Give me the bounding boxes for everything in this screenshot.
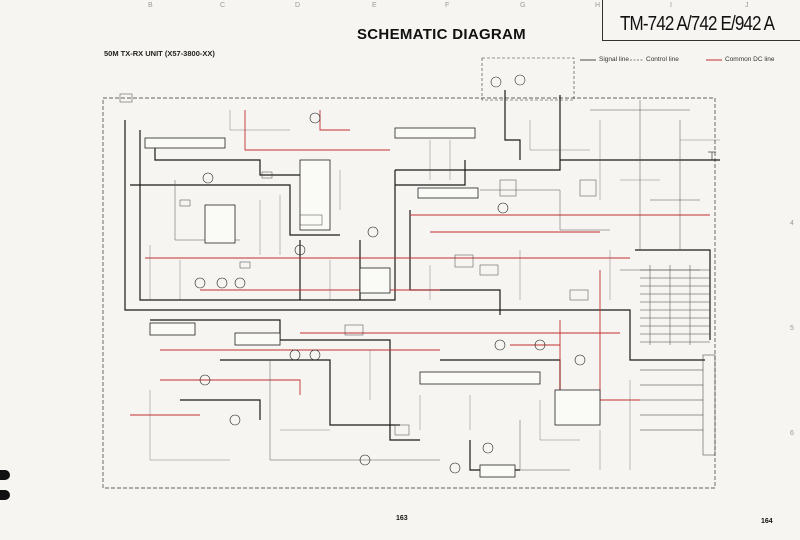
grid-tick: I xyxy=(670,2,672,9)
grid-tick: J xyxy=(745,2,749,9)
lower-connector xyxy=(640,354,716,456)
ic-block xyxy=(299,159,331,231)
transistor-symbol xyxy=(490,76,502,88)
fine-wiring xyxy=(149,110,720,470)
grid-tick: D xyxy=(295,2,301,9)
legend-common-dc-label: Common DC line xyxy=(725,56,775,63)
transistors xyxy=(194,112,586,474)
page-number-left: 163 xyxy=(396,515,408,522)
ic-block xyxy=(479,464,516,478)
title-block-rule xyxy=(602,40,800,41)
ic-block xyxy=(234,332,281,346)
grid-tick: G xyxy=(520,2,526,9)
ic-block xyxy=(359,267,391,294)
ic-block xyxy=(419,371,541,385)
unit-subtitle: 50M TX-RX UNIT (X57-3800-XX) xyxy=(104,49,215,58)
ic-block xyxy=(204,204,236,244)
board-outline xyxy=(102,97,716,489)
ic-packages xyxy=(144,127,601,478)
binding-hole-mark xyxy=(0,490,10,500)
page-title: SCHEMATIC DIAGRAM xyxy=(357,26,526,43)
transistor-symbol xyxy=(514,74,526,86)
grid-tick: F xyxy=(445,2,450,9)
ic-block xyxy=(144,137,226,149)
ic-block xyxy=(417,187,479,199)
connector-ladder xyxy=(640,265,710,345)
ic-block xyxy=(149,322,196,336)
title-block-divider xyxy=(602,0,603,40)
legend-control-label: Control line xyxy=(646,56,679,63)
common-dc-lines xyxy=(130,110,710,416)
ic-block xyxy=(394,127,476,139)
grid-tick: E xyxy=(372,2,377,9)
side-grid-tick: 6 xyxy=(790,430,794,437)
components xyxy=(119,93,597,436)
side-grid-tick: 4 xyxy=(790,220,794,227)
ic-block xyxy=(554,389,601,426)
antenna-symbol xyxy=(708,151,716,160)
grid-tick: C xyxy=(220,2,226,9)
page-number-right: 164 xyxy=(761,518,773,525)
model-number: TM-742 A/742 E/942 A xyxy=(620,13,775,35)
sub-unit-box xyxy=(481,57,575,101)
grid-tick: B xyxy=(148,2,153,9)
legend-signal-label: Signal line xyxy=(599,56,629,63)
side-grid-tick: 5 xyxy=(790,325,794,332)
binding-hole-mark xyxy=(0,470,10,480)
control-lines xyxy=(174,100,700,471)
grid-tick: H xyxy=(595,2,601,9)
